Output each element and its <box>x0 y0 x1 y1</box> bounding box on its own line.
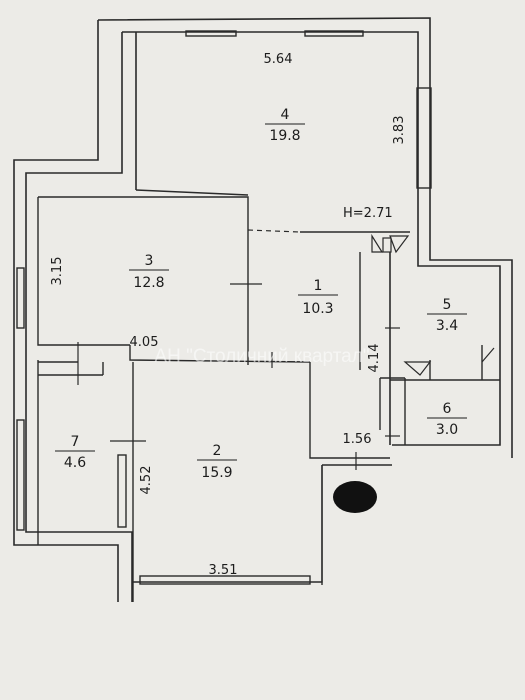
interior-walls <box>37 189 500 602</box>
dimension-label: 3.51 <box>209 563 238 578</box>
room-number: 5 <box>443 297 452 313</box>
outer-walls <box>13 17 513 602</box>
dimension-label: 4.14 <box>367 344 382 373</box>
room-4-label: 4 19.8 <box>265 107 305 144</box>
dimension-label: 1.56 <box>343 432 372 447</box>
dimension-label: 3.83 <box>392 116 407 145</box>
room-number: 2 <box>213 443 222 459</box>
room-number: 7 <box>71 434 80 450</box>
dimension-ticks <box>77 283 400 470</box>
fixtures <box>371 233 495 376</box>
room-2-label: 2 15.9 <box>197 443 237 481</box>
room-3-label: 3 12.8 <box>129 253 169 291</box>
room-7-label: 7 4.6 <box>55 434 95 471</box>
room-area: 4.6 <box>64 455 86 471</box>
room-area: 12.8 <box>133 275 164 291</box>
dimension-label: 5.64 <box>264 52 293 67</box>
room-number: 3 <box>145 253 154 269</box>
room-number: 1 <box>314 278 323 294</box>
room-number: 4 <box>281 107 290 123</box>
room-area: 3.4 <box>436 318 458 334</box>
ceiling-height-label: H=2.71 <box>343 206 393 221</box>
windows <box>16 30 432 585</box>
room-area: 19.8 <box>269 128 300 144</box>
dimension-label: 3.15 <box>50 257 65 286</box>
room-area: 10.3 <box>302 301 333 317</box>
room-area: 15.9 <box>201 465 232 481</box>
room-6-label: 6 3.0 <box>427 401 467 438</box>
room-area: 3.0 <box>436 422 458 438</box>
room-1-label: 1 10.3 <box>298 278 338 317</box>
watermark-text: АН "Столичний квартал" <box>154 346 369 367</box>
redaction-blob <box>333 481 377 513</box>
dimension-label: 4.52 <box>139 466 154 495</box>
dimension-label: 4.05 <box>130 335 159 350</box>
room-5-label: 5 3.4 <box>427 297 467 334</box>
room-number: 6 <box>443 401 452 417</box>
